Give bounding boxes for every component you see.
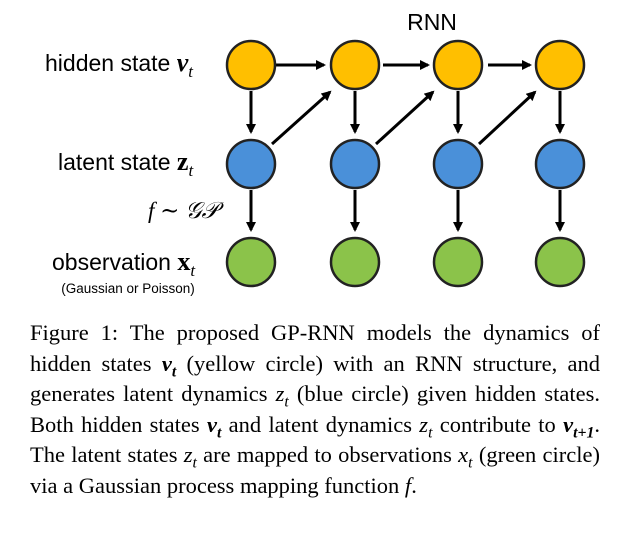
nu-symbol: νt (161, 350, 177, 380)
z-symbol: zt (183, 442, 197, 472)
gp-mapping-label: f ∼ 𝒢𝒫 (148, 198, 225, 223)
figure-label: Figure 1: (30, 320, 119, 345)
hidden-node-1 (225, 39, 277, 91)
latent-node-2 (329, 138, 381, 190)
latent-to-hidden-arrow-3 (477, 90, 537, 146)
rnn-title: RNN (407, 9, 457, 35)
observation-node-2 (329, 236, 381, 288)
latent-node-3 (432, 138, 484, 190)
f-symbol: f (404, 472, 412, 498)
latent-state-label: latent state zt (58, 147, 194, 180)
hidden-state-label: hidden state νt (45, 48, 194, 81)
latent-node-4 (534, 138, 586, 190)
nu-symbol: νt (206, 411, 222, 441)
gp-rnn-diagram: RNN hidden state νt latent state zt f ∼ … (45, 9, 586, 296)
x-symbol: xt (458, 442, 473, 472)
latent-to-hidden-arrow-2 (374, 90, 435, 146)
z-symbol: zt (275, 381, 289, 411)
latent-node-1 (225, 138, 277, 190)
hidden-node-3 (432, 39, 484, 91)
hidden-node-2 (329, 39, 381, 91)
observation-node-1 (225, 236, 277, 288)
figure-caption: Figure 1: The proposed GP-RNN models the… (30, 320, 601, 498)
observation-node-4 (534, 236, 586, 288)
observation-note: (Gaussian or Poisson) (61, 281, 195, 296)
observation-label: observation xt (52, 247, 196, 280)
hidden-node-4 (534, 39, 586, 91)
z-symbol: zt (419, 411, 433, 441)
latent-to-hidden-arrow-1 (270, 90, 332, 146)
observation-node-3 (432, 236, 484, 288)
nu-next-symbol: νt+1 (563, 411, 595, 441)
